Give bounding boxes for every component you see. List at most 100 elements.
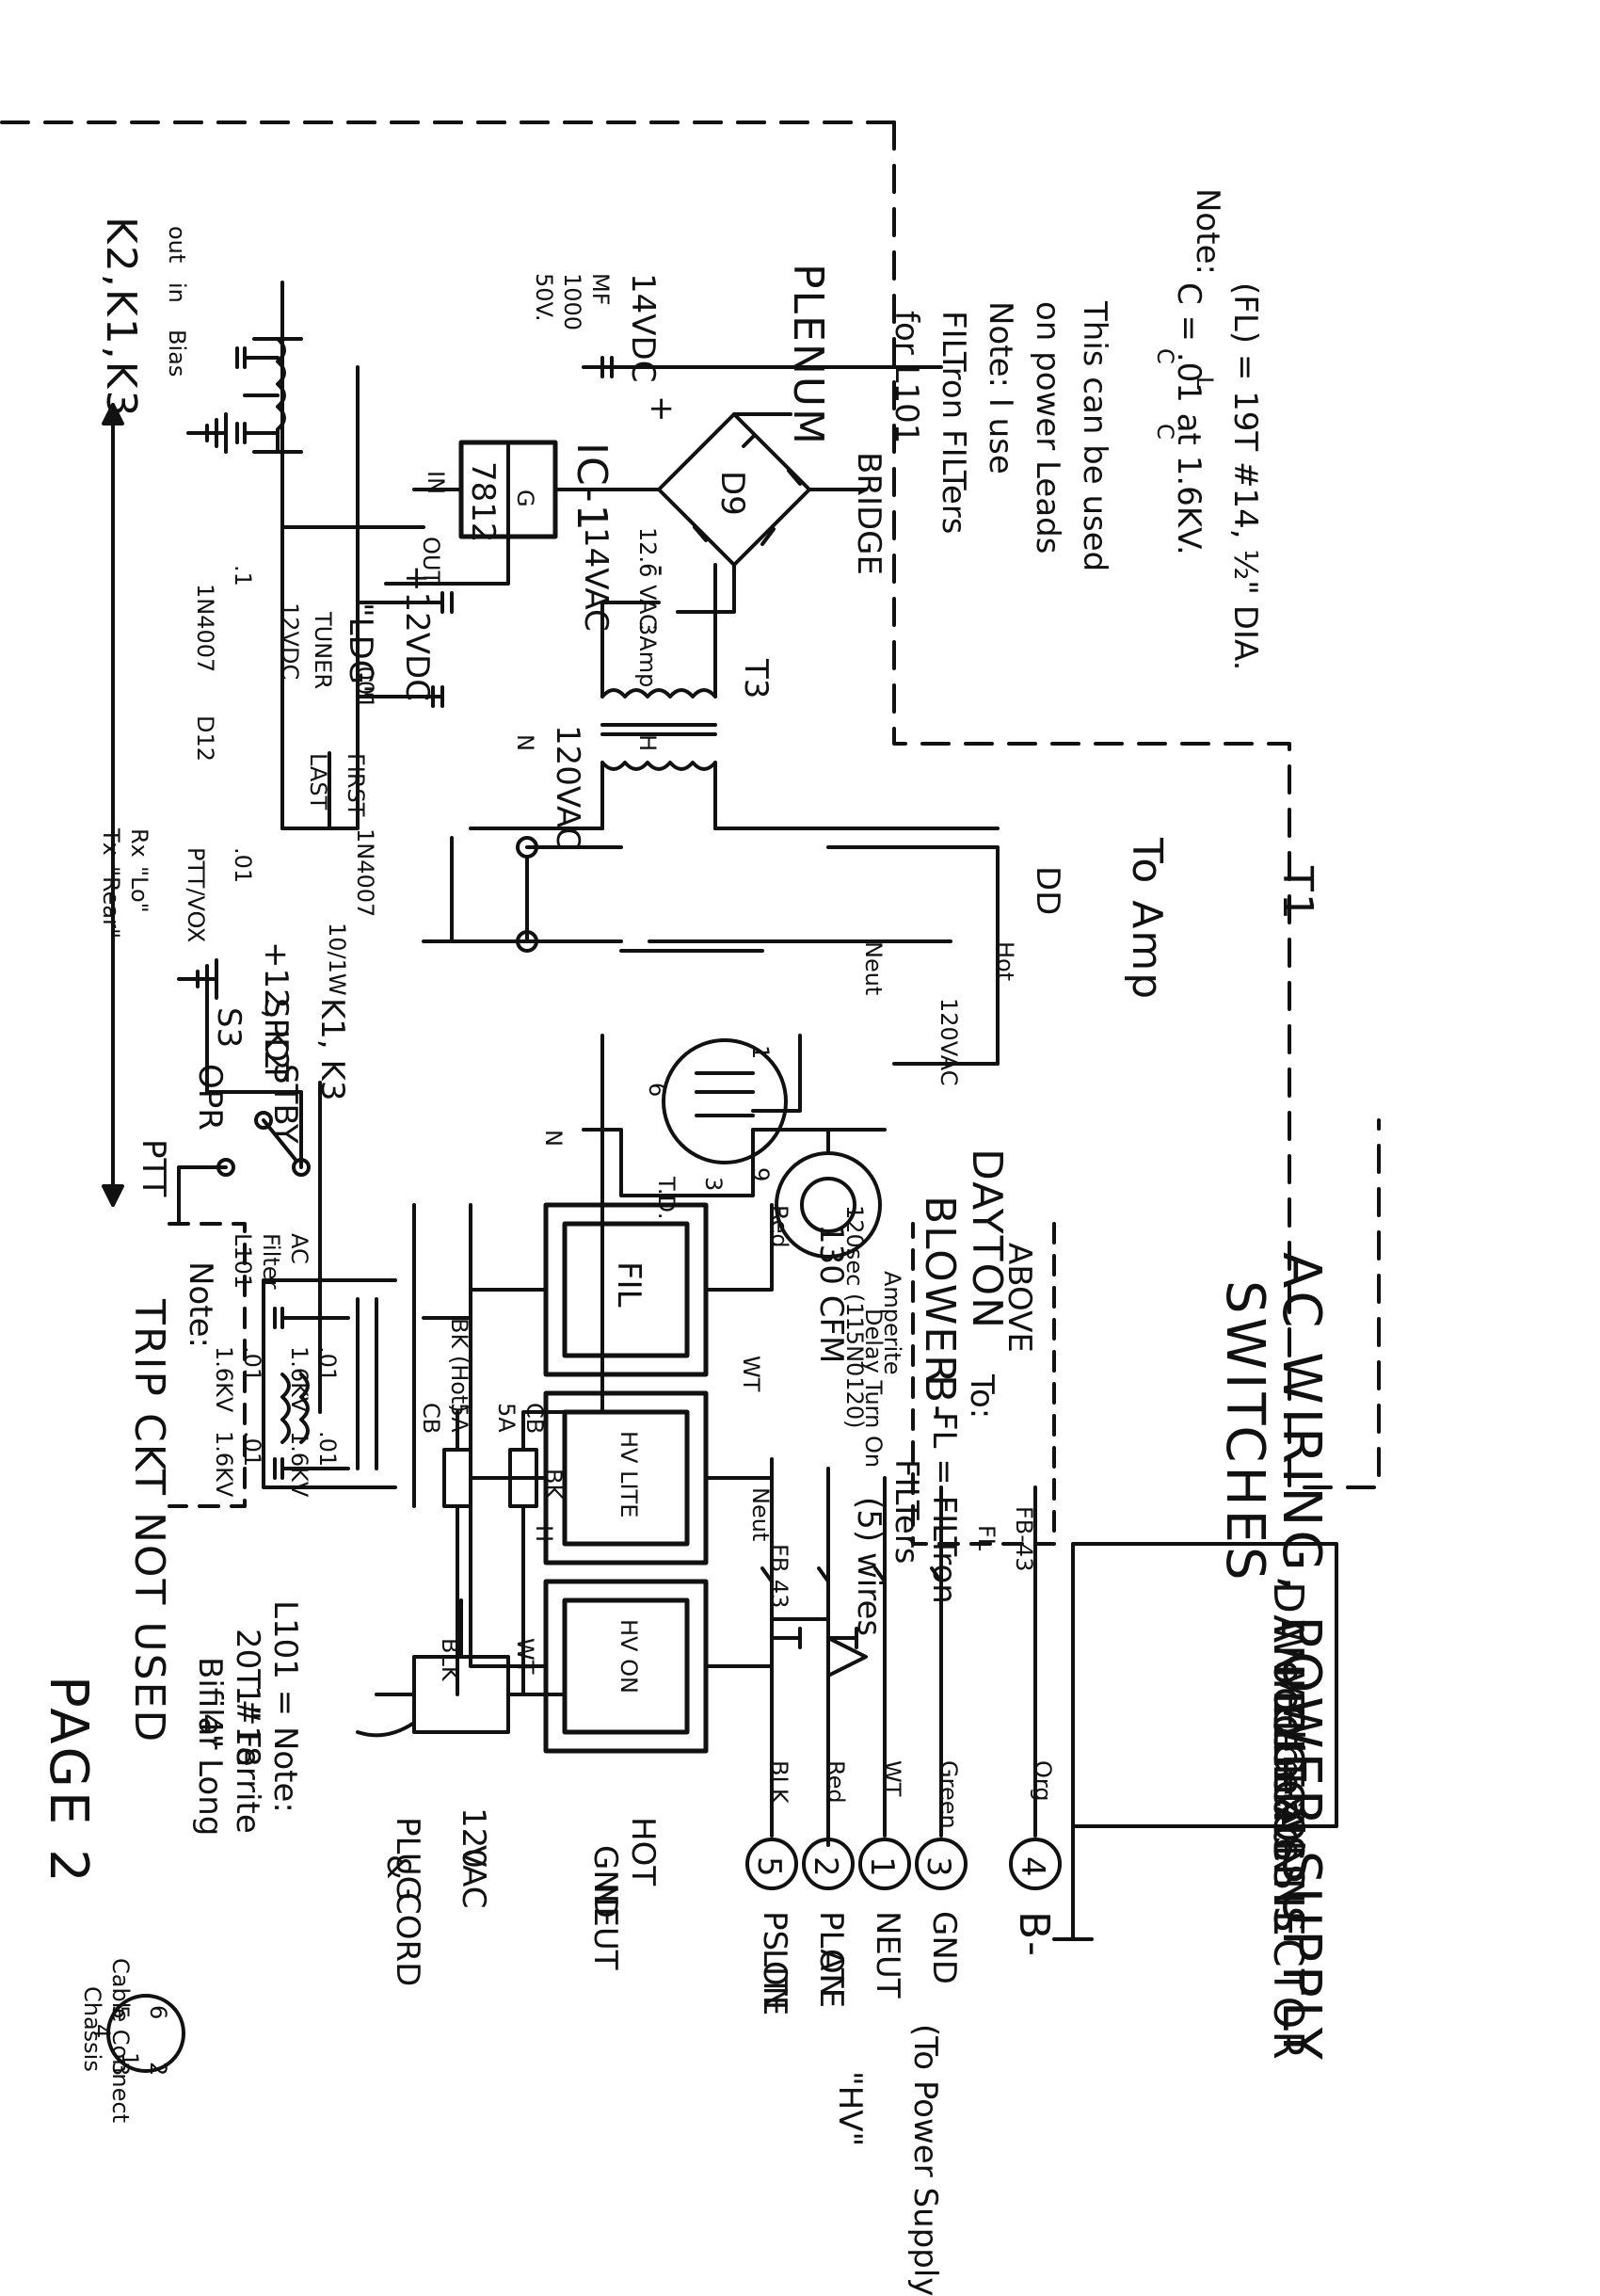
pin-5-number: 5: [750, 1856, 788, 1877]
above-box: [911, 1222, 1056, 1546]
time-delay-relay: [662, 1038, 788, 1164]
filter-title2: Filter: [258, 1233, 284, 1290]
filter-cap-b: .01: [314, 1431, 341, 1468]
bridge-plus: +: [643, 395, 680, 423]
filter-cap-a: .01: [314, 1346, 341, 1383]
l101-note-line3: 1" Ferrite: [229, 1685, 266, 1834]
plug-blk: BLK: [437, 1638, 463, 1681]
tuner-volts: 12VDC: [277, 602, 303, 681]
cable-pin-4: 4: [88, 2024, 115, 2039]
filter-cap-a2: 1.6KV: [286, 1346, 312, 1413]
supply-capacitor: [582, 356, 943, 378]
pin-2-wire: Red: [823, 1760, 849, 1804]
regulator-name: IC-1: [568, 442, 616, 533]
cable-pin-2: 2: [145, 2062, 171, 2077]
to-ps-line2: "HV": [831, 2071, 869, 2147]
power-plug: [356, 1598, 557, 1738]
bias-out: out: [164, 226, 190, 264]
switch-s3-drawing: [177, 968, 311, 1226]
ac-mains-lines: [318, 827, 1000, 1414]
timer-td: T.D.: [653, 1177, 680, 1220]
schematic-rotated-frame: AC WIRING, POWER SUPPLY SWITCHES PAGE 2 …: [0, 120, 1381, 2296]
plug-hot: HOT: [624, 1817, 662, 1887]
pin-2-number: 2: [807, 1856, 844, 1877]
plug-cord: CORD: [389, 1892, 426, 1987]
switch-tx: Tx: [98, 828, 124, 856]
cap-c2: .01: [230, 847, 256, 884]
plenum-label: PLENUM: [784, 264, 832, 446]
pin-1-wire: WT: [879, 1760, 905, 1797]
transformer-secondary-volts: 14VAC: [577, 527, 615, 632]
connector-box: [1071, 1542, 1338, 1828]
transformer-name: T3: [737, 659, 775, 699]
pin-4-number: 4: [1014, 1856, 1051, 1877]
fl-note-text2: FILTers: [888, 1459, 925, 1565]
timer-pin3: 3: [700, 1177, 727, 1192]
switch-rear: "Rear": [98, 866, 124, 939]
trip-note-label: Note:: [182, 1261, 219, 1348]
transformer-fuse: 3Amp: [634, 621, 661, 688]
fl-note-text3: (5) wires: [850, 1497, 888, 1637]
to-ps-line1: (To Power Supply: [906, 2024, 944, 2296]
tuner-first: FIRST: [343, 753, 369, 817]
amp-neut: Neut: [860, 941, 887, 996]
filter-cap-c: .01: [239, 1346, 265, 1383]
bias-relays: K2,K1,K3: [97, 217, 145, 419]
switch-h: H: [531, 1525, 557, 1543]
ac-filter-l101: [262, 1278, 397, 1489]
pin-5-label2: LITE: [756, 1949, 793, 2016]
timer-pin6: 6: [644, 1083, 670, 1098]
pin-4-label1: B-: [1010, 1911, 1058, 1959]
timer-pin9: 9: [747, 1167, 774, 1182]
pin-3-number: 3: [920, 1856, 957, 1877]
plug-wt: WT: [512, 1638, 538, 1675]
note-line-b: on power Leads: [1029, 301, 1066, 554]
switch-fil-label: FIL: [610, 1261, 648, 1308]
filter-cap-d: .01: [239, 1431, 265, 1468]
regulator-pin-g: G: [512, 490, 538, 507]
fl-note-text1: FL = FILTron: [925, 1412, 963, 1604]
note-line-c: Note: I use: [982, 301, 1019, 474]
pin-1-number: 1: [863, 1856, 901, 1877]
breaker-cb1-value: 5A: [493, 1403, 520, 1433]
relay-k1k3: K1, K3: [313, 998, 351, 1101]
breaker-cb1: CB: [521, 1403, 548, 1435]
note-line-d: FILTron FILTers: [935, 311, 972, 535]
note-line-a: This can be used: [1076, 301, 1113, 572]
fb-label: FB 43: [766, 1544, 792, 1609]
filter-cap-b2: 1.6KV: [286, 1431, 312, 1498]
bias-label: Bias: [164, 329, 190, 377]
connector-arrow: [1052, 1824, 1094, 1941]
switch-ptt: PTT: [135, 1139, 172, 1197]
wiring-drawing: [0, 120, 1381, 2073]
switch-rx: Rx: [126, 828, 152, 858]
supply-cap-rating: 50V.: [531, 273, 557, 322]
regulator-block: [384, 440, 614, 586]
regulator-pin-in: IN: [423, 471, 449, 495]
tuner-label2: TUNER: [310, 612, 336, 690]
bridge-rectifier: [610, 412, 868, 614]
above-fb: FB-43: [1011, 1506, 1037, 1572]
timer-text3: Delay Turn On: [860, 1309, 887, 1469]
title-line2: SWITCHES: [1214, 1280, 1275, 1584]
filter-cap-c2: 1.6KV: [211, 1346, 237, 1413]
supply-cap-unit: MF: [587, 273, 614, 306]
filter-id: L101: [230, 1233, 256, 1290]
resistor-value: 10/1W: [324, 923, 350, 996]
switch-wt: WT: [738, 1356, 764, 1392]
amp-t1: T1: [1273, 866, 1321, 922]
relay-bias-line: [102, 403, 124, 1207]
trip-box: [168, 1222, 247, 1508]
cable-pin-6: 6: [145, 2005, 171, 2020]
pin-3-wire: Green: [936, 1760, 962, 1829]
diode-1n4007-a: 1N4007: [192, 584, 218, 673]
bridge-diode-label: D9: [713, 471, 751, 516]
amp-feed: [422, 836, 792, 1197]
switch-pttvox: PTT/VOX: [183, 847, 209, 943]
above-b: B-: [916, 1374, 964, 1422]
switch-red: Red: [766, 1205, 792, 1248]
switch-n: N: [540, 1130, 567, 1147]
note-label: Note:: [1189, 188, 1226, 275]
trip-note-text: TRIP CKT NOT USED: [125, 1299, 173, 1744]
switch-stby: STBY: [266, 1064, 304, 1144]
